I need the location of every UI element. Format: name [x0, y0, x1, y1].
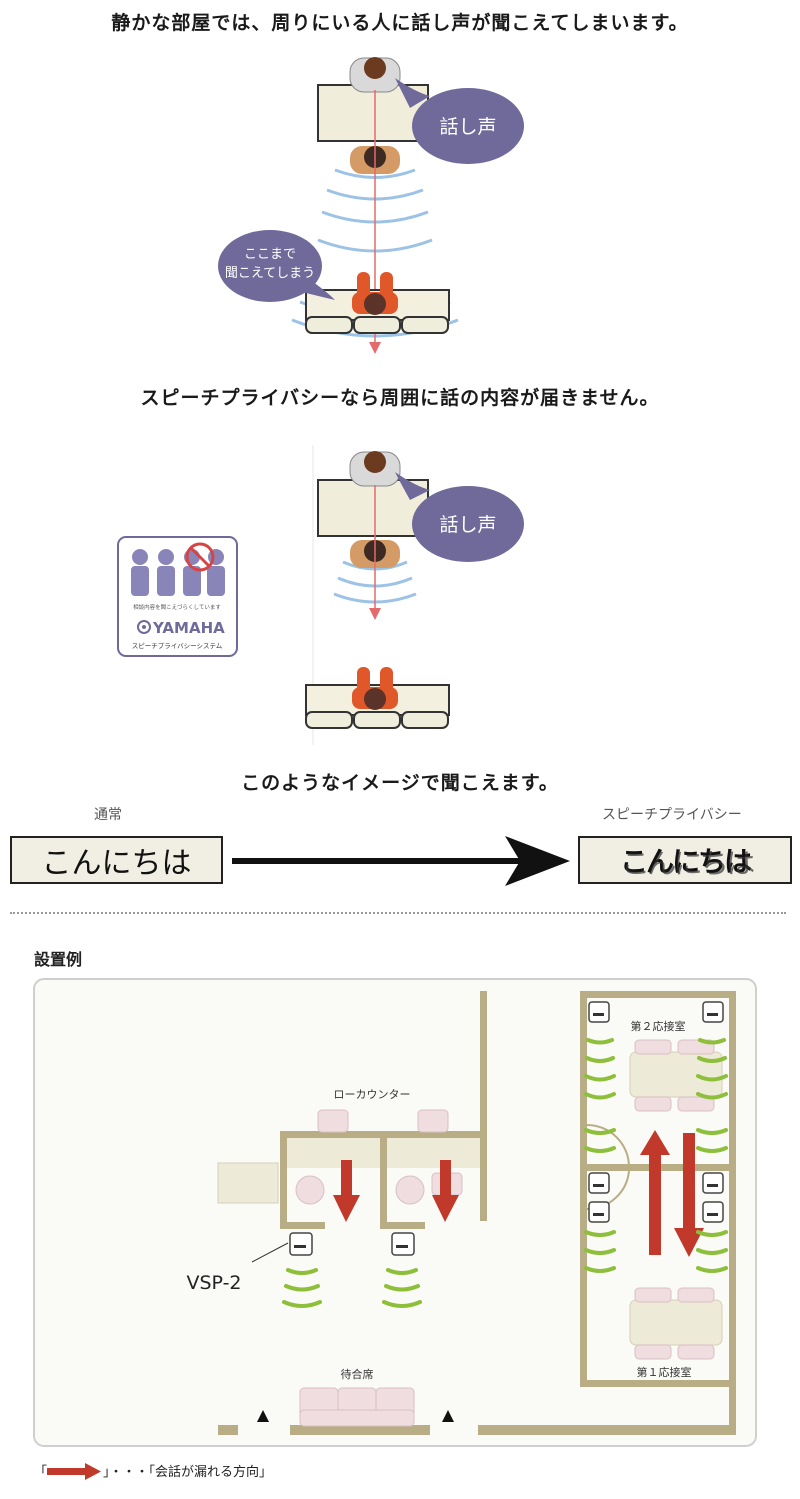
waiting-label: 待合席 — [341, 1367, 374, 1381]
side-table — [217, 1162, 279, 1204]
speech-bubble — [395, 78, 524, 164]
masking-sound-waves — [282, 1038, 728, 1308]
person-speaker — [349, 451, 401, 487]
section-divider — [10, 912, 786, 914]
waiting-seats — [299, 1387, 415, 1427]
sound-direction-arrowhead — [369, 608, 381, 620]
scene-normal-room: 話し声 ここまで 聞こえてしまう — [218, 57, 524, 354]
privacy-text-box: こんにちは こんにちは — [578, 836, 792, 884]
heading-top: 静かな部屋では、周りにいる人に話し声が聞こえてしまいます。 — [111, 12, 689, 34]
normal-text: こんにちは — [41, 846, 192, 881]
yamaha-logo-icon — [137, 620, 151, 634]
install-title: 設置例 — [34, 950, 83, 969]
privacy-text: こんにちは — [619, 845, 752, 878]
vsp2-label: VSP-2 — [186, 1272, 241, 1294]
badge-brand: YAMAHA — [152, 619, 225, 637]
normal-label: 通常 — [94, 807, 122, 823]
leak-arrows-counter — [333, 1160, 459, 1222]
legend-open-bracket: 「 — [34, 1465, 48, 1480]
low-counter-1 — [287, 1138, 380, 1168]
speech-bubble-label: 話し声 — [439, 514, 496, 536]
heading-middle: スピーチプライバシーなら周囲に話の内容が届きません。 — [140, 387, 660, 409]
room2-label: 第２応接室 — [631, 1019, 686, 1033]
overhear-bubble — [218, 230, 335, 302]
overhear-bubble-line1: ここまで — [244, 247, 296, 262]
reception-room-1 — [629, 1287, 723, 1360]
entrance-marker-left — [257, 1410, 269, 1422]
entrance-marker-right — [442, 1410, 454, 1422]
legend: 「 」・・・「会話が漏れる方向」 — [34, 1461, 272, 1480]
low-counter-label: ローカウンター — [334, 1088, 411, 1101]
badge-caption: 相談内容を聞こえづらくしています — [133, 603, 221, 611]
overhear-bubble-line2: 聞こえてしまう — [225, 266, 315, 281]
speech-bubble-label: 話し声 — [439, 116, 496, 138]
vsp2-leader-line — [251, 1242, 289, 1263]
normal-text-box: こんにちは — [10, 836, 223, 884]
no-sound-icon — [185, 542, 215, 572]
vsp-devices — [289, 1001, 724, 1256]
yamaha-badge: 相談内容を聞こえづらくしています YAMAHA スピーチプライバシーシステム — [117, 536, 238, 657]
privacy-text-scrambled: こんにちは こんにちは — [619, 840, 755, 880]
scene-speech-privacy: 話し声 相談内容を聞こえづらくしています YAMAHA スピーチプライバシー — [117, 445, 524, 745]
legend-red-arrow-icon — [47, 1462, 102, 1480]
person-seated — [352, 667, 398, 710]
low-counter-2 — [387, 1138, 480, 1168]
heading-image-description: このようなイメージで聞こえます。 — [241, 772, 559, 794]
doors — [586, 1124, 630, 1211]
reception-room-2 — [629, 1039, 723, 1112]
legend-text: 」・・・「会話が漏れる方向」 — [103, 1465, 273, 1480]
privacy-text-overlay: こんにちは — [620, 847, 755, 880]
counter-chairs — [295, 1109, 463, 1205]
room1-label: 第１応接室 — [637, 1365, 692, 1379]
badge-system: スピーチプライバシーシステム — [132, 642, 223, 650]
leak-arrows-room — [640, 1130, 704, 1257]
person-overhearing — [352, 272, 398, 315]
privacy-label: スピーチプライバシー — [602, 807, 742, 823]
walls — [218, 991, 736, 1435]
sound-direction-arrowhead — [369, 342, 381, 354]
speech-bubble — [395, 472, 524, 562]
